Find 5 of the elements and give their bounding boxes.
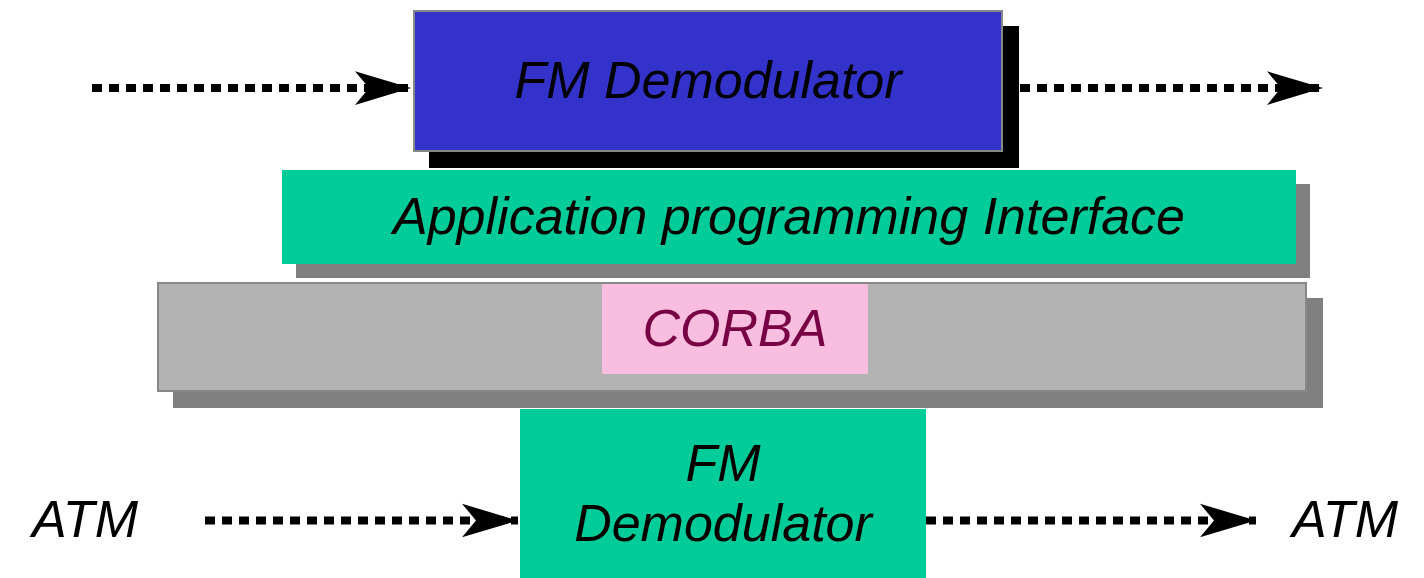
node-label: FM Demodulator [514, 51, 902, 111]
node-label: CORBA [642, 299, 828, 359]
process-box [520, 409, 926, 578]
layer-box [602, 284, 868, 374]
node-label: FM Demodulator [573, 433, 875, 554]
